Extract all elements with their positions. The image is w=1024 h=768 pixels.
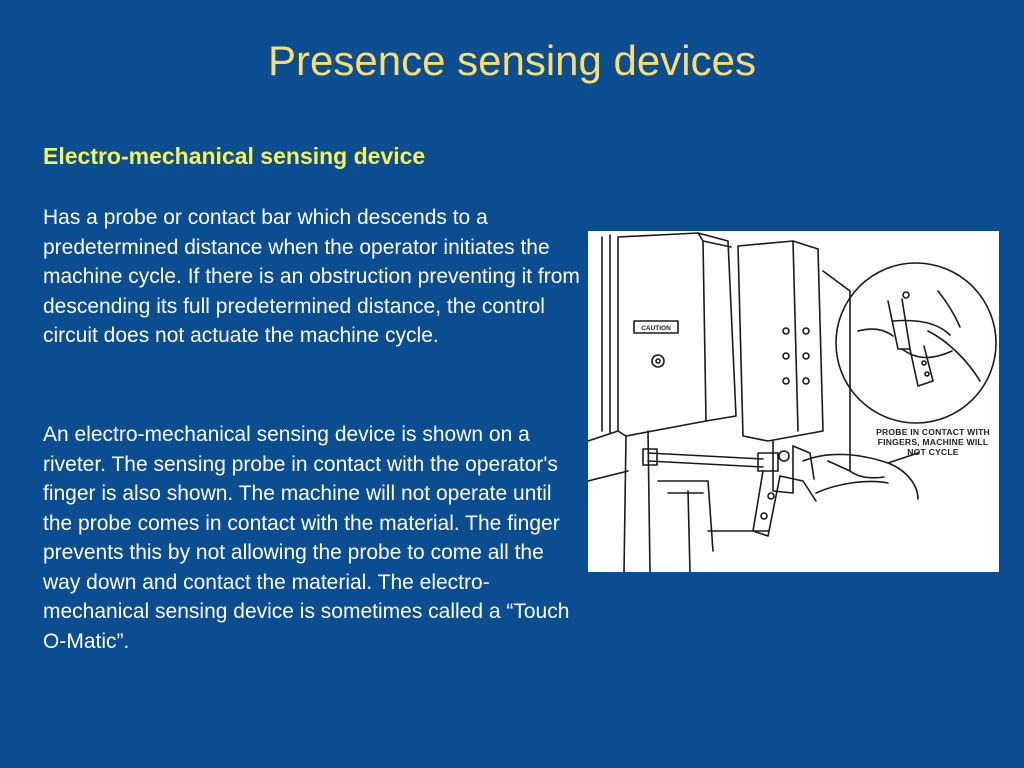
caution-sign bbox=[633, 320, 679, 334]
lower-frame bbox=[657, 480, 769, 572]
sensing-probe-rod bbox=[642, 448, 817, 537]
magnified-detail bbox=[835, 262, 997, 424]
ram-housing bbox=[737, 240, 851, 494]
description-paragraph: Has a probe or contact bar which descend… bbox=[43, 206, 580, 347]
callout-line-2: FINGERS, MACHINE WILL bbox=[878, 437, 989, 447]
slide-title: Presence sensing devices bbox=[268, 37, 756, 84]
caution-sign-text: CAUTION bbox=[641, 325, 671, 332]
callout-line-1: PROBE IN CONTACT WITH bbox=[876, 427, 990, 437]
riveter-drawing: CAUTION PROBE IN CONTACT WITH FINGERS, M… bbox=[588, 232, 997, 572]
operator-hand bbox=[802, 452, 919, 500]
callout-line-3: NOT CYCLE bbox=[907, 447, 959, 457]
riveter-illustration: CAUTION PROBE IN CONTACT WITH FINGERS, M… bbox=[588, 231, 999, 572]
machine-body bbox=[588, 232, 737, 572]
explanation-paragraph: An electro-mechanical sensing device is … bbox=[43, 423, 570, 653]
section-subtitle: Electro-mechanical sensing device bbox=[43, 143, 426, 169]
